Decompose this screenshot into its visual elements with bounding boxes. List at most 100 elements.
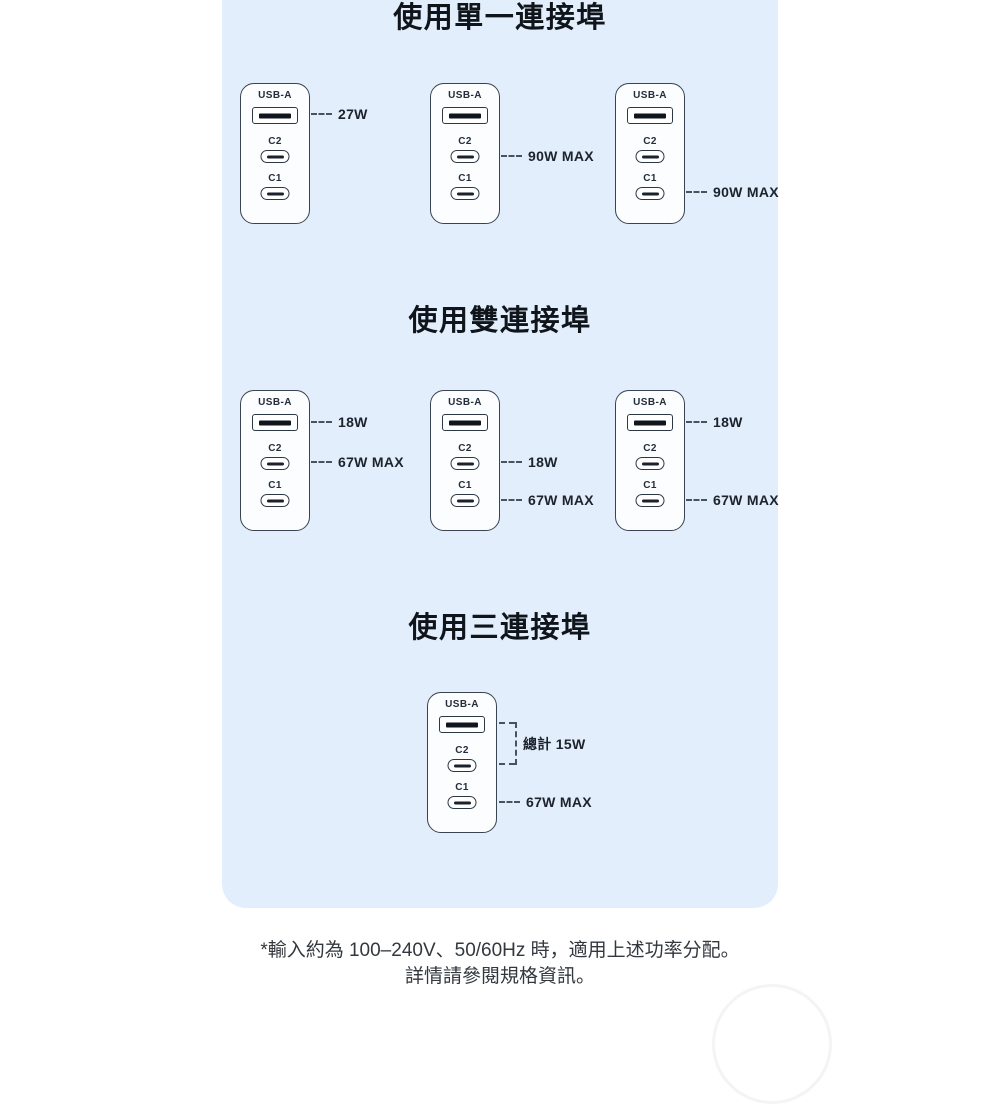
usb-c-pin-line [456, 155, 474, 158]
power-value-label: 67W MAX [528, 492, 594, 508]
dashed-connector [686, 421, 707, 423]
dashed-connector [501, 461, 522, 463]
usb-a-port-label: USB-A [633, 397, 667, 408]
power-annotation: 27W [311, 106, 368, 122]
usb-c-pin-line [453, 801, 471, 804]
usb-a-port-icon [439, 716, 485, 733]
blue-background-panel [222, 0, 778, 908]
dashed-connector [499, 722, 515, 724]
usb-c2-port-icon [635, 150, 665, 163]
usb-c-pin-line [266, 462, 284, 465]
power-annotation: 67W MAX [686, 492, 779, 508]
usb-c1-port-label: C1 [643, 480, 657, 491]
power-value-label: 18W [338, 414, 368, 430]
dashed-bracket-line [515, 722, 517, 765]
dashed-connector [499, 763, 515, 765]
power-value-label: 27W [338, 106, 368, 122]
charger-diagram: USB-A C2 C1 [427, 692, 497, 833]
usb-a-pin-bar [634, 113, 666, 118]
section-title-triple-port: 使用三連接埠 [408, 612, 592, 644]
usb-c2-port-icon [450, 150, 480, 163]
usb-c1-port-icon [447, 796, 477, 809]
usb-c1-port-icon [260, 494, 290, 507]
usb-c2-port-label: C2 [458, 136, 472, 147]
usb-c2-port-icon [260, 150, 290, 163]
usb-c2-port-icon [447, 759, 477, 772]
usb-a-port-icon [442, 107, 488, 124]
charger-diagram: USB-A C2 C1 [240, 83, 310, 224]
footnote-line-2: 詳情請參閱規格資訊。 [404, 966, 595, 987]
usb-a-port-icon [252, 107, 298, 124]
section-title-single-port: 使用單一連接埠 [393, 2, 607, 34]
power-value-label: 67W MAX [713, 492, 779, 508]
usb-a-port-label: USB-A [445, 699, 479, 710]
dashed-connector [686, 499, 707, 501]
usb-c1-port-label: C1 [455, 782, 469, 793]
usb-c-pin-line [453, 764, 471, 767]
usb-a-pin-bar [259, 113, 291, 118]
usb-c-pin-line [456, 192, 474, 195]
usb-a-port-label: USB-A [258, 397, 292, 408]
usb-c2-port-icon [260, 457, 290, 470]
usb-a-port-icon [252, 414, 298, 431]
power-annotation: 67W MAX [311, 454, 404, 470]
dashed-connector [501, 155, 522, 157]
dashed-connector [501, 499, 522, 501]
usb-a-pin-bar [259, 420, 291, 425]
section-title-dual-port: 使用雙連接埠 [408, 305, 592, 337]
usb-c-pin-line [641, 499, 659, 502]
usb-a-port-label: USB-A [448, 397, 482, 408]
usb-c1-port-icon [450, 494, 480, 507]
usb-a-pin-bar [634, 420, 666, 425]
dashed-connector [686, 191, 707, 193]
charger-diagram: USB-A C2 C1 [240, 390, 310, 531]
usb-c2-port-icon [450, 457, 480, 470]
usb-c2-port-label: C2 [643, 443, 657, 454]
usb-c-pin-line [641, 155, 659, 158]
usb-a-pin-bar [449, 420, 481, 425]
power-value-label: 18W [528, 454, 558, 470]
power-value-label: 90W MAX [713, 184, 779, 200]
power-annotation: 18W [501, 454, 558, 470]
usb-c1-port-icon [635, 494, 665, 507]
footnote-line-1: *輸入約為 100–240V、50/60Hz 時，適用上述功率分配。 [260, 940, 740, 961]
power-value-label: 18W [713, 414, 743, 430]
power-value-label: 90W MAX [528, 148, 594, 164]
usb-c2-port-label: C2 [455, 745, 469, 756]
usb-a-pin-bar [449, 113, 481, 118]
usb-c-pin-line [456, 499, 474, 502]
power-value-label: 總計 15W [523, 736, 586, 752]
power-annotation: 18W [311, 414, 368, 430]
usb-c1-port-label: C1 [458, 480, 472, 491]
charger-diagram: USB-A C2 C1 [615, 83, 685, 224]
power-annotation: 67W MAX [501, 492, 594, 508]
usb-c1-port-icon [260, 187, 290, 200]
product-infographic: 使用單一連接埠 USB-A C2 C1 27W USB-A C2 C1 90W … [222, 0, 832, 1104]
usb-c-pin-line [266, 155, 284, 158]
charger-diagram: USB-A C2 C1 [430, 83, 500, 224]
charger-diagram: USB-A C2 C1 [615, 390, 685, 531]
usb-c2-port-label: C2 [458, 443, 472, 454]
usb-a-port-icon [627, 107, 673, 124]
usb-c1-port-label: C1 [643, 173, 657, 184]
usb-c-pin-line [266, 499, 284, 502]
usb-a-port-icon [442, 414, 488, 431]
dashed-connector [311, 461, 332, 463]
dashed-connector [499, 801, 520, 803]
usb-c2-port-icon [635, 457, 665, 470]
usb-a-port-label: USB-A [258, 90, 292, 101]
usb-c1-port-label: C1 [458, 173, 472, 184]
usb-a-pin-bar [446, 722, 478, 727]
usb-a-port-icon [627, 414, 673, 431]
power-value-label: 67W MAX [338, 454, 404, 470]
power-annotation: 90W MAX [501, 148, 594, 164]
power-annotation: 90W MAX [686, 184, 779, 200]
usb-a-port-label: USB-A [448, 90, 482, 101]
usb-c1-port-icon [635, 187, 665, 200]
usb-c-pin-line [641, 462, 659, 465]
power-annotation: 18W [686, 414, 743, 430]
usb-c-pin-line [266, 192, 284, 195]
usb-c1-port-label: C1 [268, 173, 282, 184]
usb-c2-port-label: C2 [268, 136, 282, 147]
usb-c-pin-line [456, 462, 474, 465]
